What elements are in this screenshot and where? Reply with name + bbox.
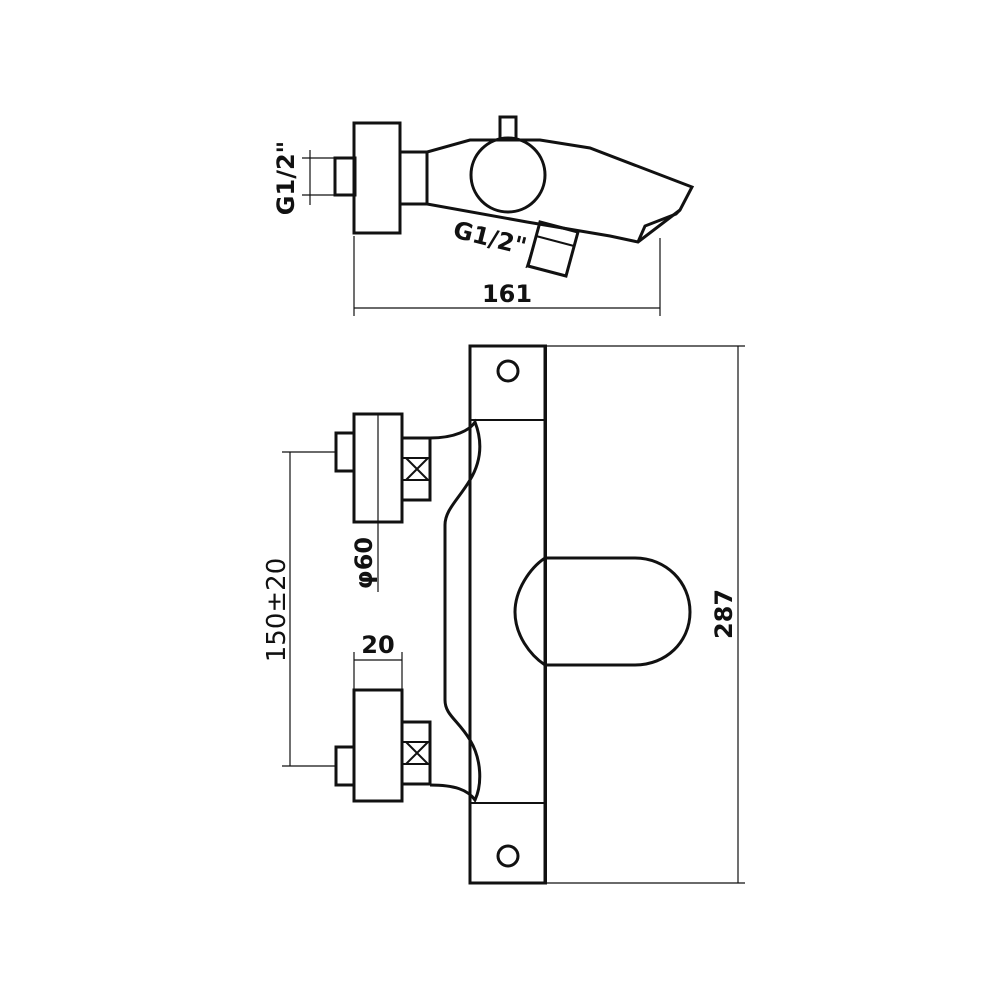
front-upper-inlet	[334, 431, 356, 473]
dim-287-label: 287	[710, 589, 738, 639]
front-upper-arm	[429, 418, 482, 803]
dim-161-label: 161	[482, 280, 532, 308]
dim-thread-side-leader	[525, 223, 541, 269]
dim-20-label: 20	[361, 631, 394, 659]
top-handle-stem	[498, 115, 518, 142]
dim-thread-side-label: G1/2"	[450, 216, 529, 261]
top-view: 161 G1/2" G1/2"	[272, 115, 695, 316]
front-upper-nut-cross	[405, 457, 429, 481]
front-handle-lever	[513, 556, 546, 667]
top-spout-outlet	[636, 208, 682, 243]
top-hose-outlet	[526, 220, 580, 278]
front-bottom-screw	[496, 844, 520, 868]
front-handle-lever-outline	[545, 556, 692, 667]
dim-phi60-label: φ60	[350, 537, 378, 589]
top-handle-knob	[469, 136, 547, 214]
front-lower-nut-cross	[405, 741, 429, 765]
top-hose-outlet-line	[535, 235, 575, 247]
top-nut	[398, 150, 429, 206]
front-lower-escutcheon	[352, 688, 404, 803]
dim-150-label: 150±20	[262, 558, 292, 663]
front-top-screw	[496, 359, 520, 383]
front-lower-inlet	[334, 745, 356, 787]
dim-thread-top-label: G1/2"	[272, 141, 300, 215]
top-inlet-pipe	[333, 156, 357, 197]
front-view: 287 150±20 φ60 20	[262, 344, 745, 885]
top-escutcheon	[352, 121, 402, 235]
